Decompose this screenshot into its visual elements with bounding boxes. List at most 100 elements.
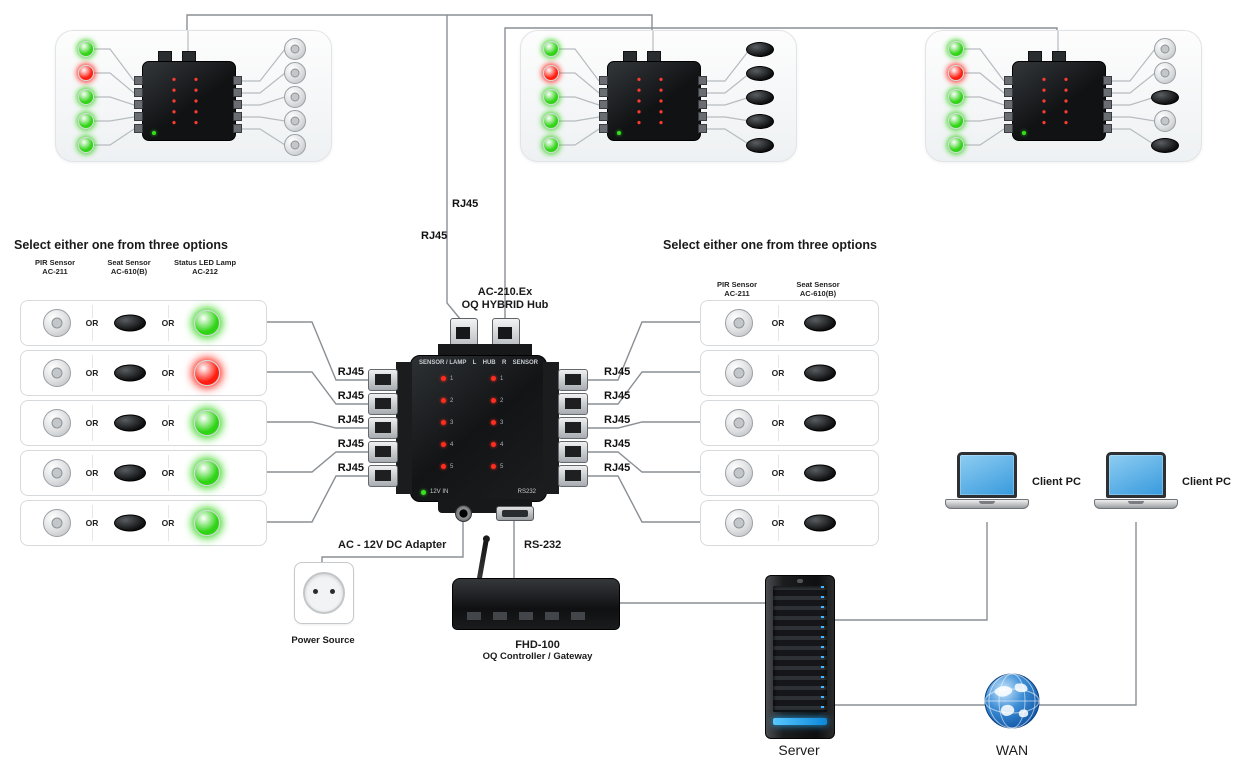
rj45-jack-icon [368,465,398,487]
seat-sensor-icon [804,364,836,382]
or-label: OR [769,368,787,378]
adapter-label: AC - 12V DC Adapter [338,539,447,551]
status-led-icon [78,89,94,105]
rj45-jack-icon [368,393,398,415]
seat-sensor-icon [804,464,836,482]
hub-title: AC-210.Ex OQ HYBRID Hub [461,286,549,312]
column-header-pir: PIR Sensor AC-211 [716,280,757,299]
seat-sensor-icon [114,364,146,382]
hub-right-jack-column [558,369,588,487]
rj45-jack-icon [368,441,398,463]
rj45-label: RJ45 [604,438,631,450]
or-label: OR [769,318,787,328]
right-option-row: OR [700,300,879,346]
rj45-label: RJ45 [604,414,631,426]
hub-uplink-port-l [450,318,478,348]
status-led-icon [543,65,559,81]
room-panel-2 [520,30,797,162]
power-led-icon [617,131,621,135]
red-led-icon [441,376,446,381]
right-option-row: OR [700,450,879,496]
rj45-label: RJ45 [604,462,631,474]
rj45-jack-icon [558,393,588,415]
or-label: OR [83,518,101,528]
or-label: OR [83,468,101,478]
or-label: OR [83,368,101,378]
rj45-jack-icon [368,369,398,391]
or-label: OR [159,518,177,528]
panel-wires [94,31,286,146]
room-led-column [942,37,970,157]
red-led-icon [441,420,446,425]
rj45-label: RJ45 [337,414,364,426]
status-led-icon [948,137,964,153]
hub-right-jacks [1103,76,1112,133]
pir-sensor-icon [725,459,753,487]
status-led-icon [543,41,559,57]
column-header-seat: Seat Sensor AC-610(B) [107,258,151,277]
or-label: OR [769,518,787,528]
pir-sensor-icon [43,509,71,537]
power-led-icon [152,131,156,135]
wan-globe-icon [984,673,1040,729]
client-pc-label: Client PC [1032,476,1081,488]
room-sensor-icon [1151,137,1179,153]
room-sensor-column [1150,37,1180,157]
oq-hybrid-hub-device: SENSOR / LAMP L HUB R SENSOR 1 2 3 4 5 1… [410,355,547,502]
or-label: OR [83,418,101,428]
or-label: OR [769,468,787,478]
room-hub-device [599,51,707,149]
or-label: OR [159,368,177,378]
red-led-icon [491,442,496,447]
red-led-icon [491,464,496,469]
room-sensor-column [280,37,310,157]
right-option-row: OR [700,350,879,396]
gateway-device-icon [452,578,620,630]
panel-wires [559,31,751,146]
or-label: OR [159,318,177,328]
seat-sensor-icon [804,314,836,332]
wan-label: WAN [995,742,1029,758]
room-sensor-icon [284,134,306,156]
seat-sensor-icon [114,464,146,482]
rj45-jack-icon [368,417,398,439]
rj45-jack-icon [558,441,588,463]
pir-sensor-icon [43,359,71,387]
status-led-icon [948,113,964,129]
status-led-icon [543,89,559,105]
hub-right-jacks [698,76,707,133]
status-led-lamp-icon [194,460,220,486]
seat-sensor-icon [114,314,146,332]
room-sensor-icon [1154,38,1176,60]
hub-led-grid [628,74,672,128]
hub-left-jacks [599,76,608,133]
room-sensor-icon [1151,89,1179,105]
room-sensor-column [745,37,775,157]
rj45-label: RJ45 [604,366,631,378]
room-sensor-icon [746,113,774,129]
red-led-icon [441,442,446,447]
red-led-icon [441,464,446,469]
pir-sensor-icon [725,309,753,337]
rj45-label: RJ45 [604,390,631,402]
hub-led-grid [1033,74,1077,128]
or-label: OR [83,318,101,328]
hub-led-column-left: 1 2 3 4 5 [441,374,453,471]
room-panel-1 [55,30,332,162]
red-led-icon [441,398,446,403]
rj45-label: RJ45 [337,390,364,402]
seat-sensor-icon [114,414,146,432]
room-sensor-icon [746,137,774,153]
status-led-lamp-icon [194,360,220,386]
left-option-row: OR OR [20,500,267,546]
column-header-pir: PIR Sensor AC-211 [34,258,75,277]
panel-wires [964,31,1156,146]
red-led-icon [491,376,496,381]
room-hub-device [134,51,242,149]
status-led-icon [78,137,94,153]
rj45-label: RJ45 [337,366,364,378]
power-led-icon [421,489,426,495]
right-option-row: OR [700,400,879,446]
pir-sensor-icon [725,509,753,537]
